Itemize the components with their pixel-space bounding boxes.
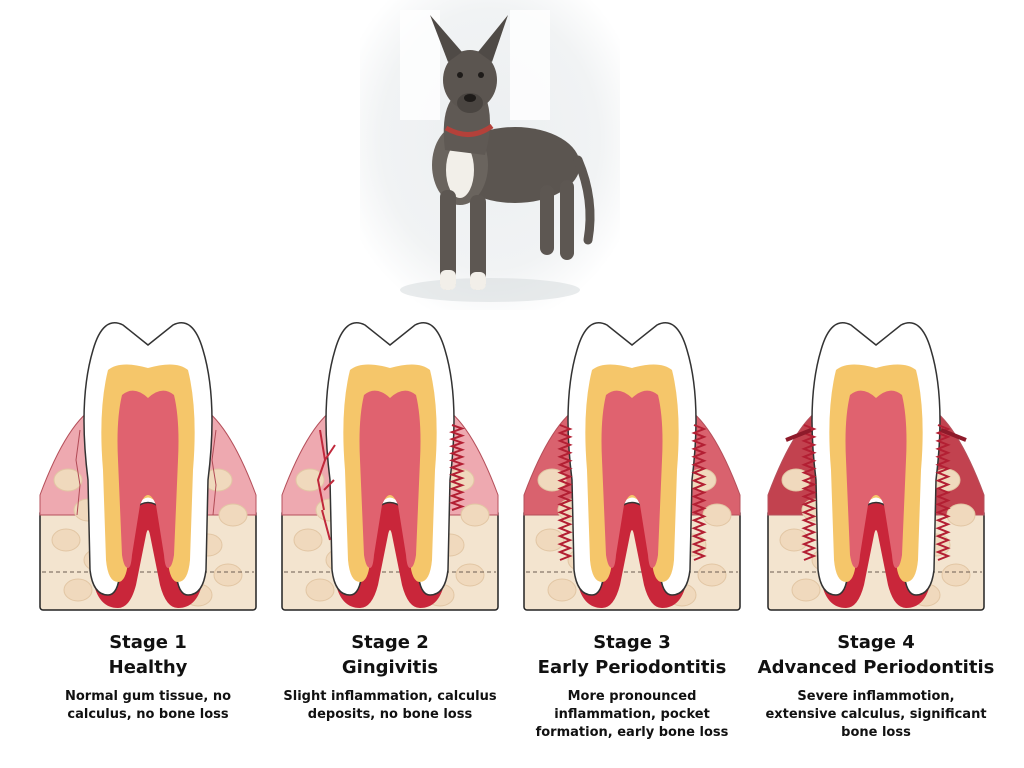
bone-cell xyxy=(779,528,809,552)
tooth-pulp xyxy=(601,390,663,568)
stage-card: Stage 4 Advanced Periodontitis Severe in… xyxy=(756,310,996,750)
stage-card: Stage 2 Gingivitis Slight inflammation, … xyxy=(270,310,510,750)
tooth-diagram xyxy=(767,322,985,611)
stage-label: Stage 2 Gingivitis Slight inflammation, … xyxy=(270,630,510,724)
stage-card: Stage 1 Healthy Normal gum tissue, no ca… xyxy=(28,310,268,750)
blood-vessel xyxy=(211,429,217,516)
bone-cell xyxy=(295,468,325,492)
inflamed-vessel xyxy=(316,429,336,541)
bone-cell xyxy=(293,528,323,552)
calculus-deposit xyxy=(935,424,951,561)
bone-cell xyxy=(946,503,976,527)
blood-vessel xyxy=(75,429,81,516)
stage-name: Early Periodontitis xyxy=(537,657,727,678)
tooth-diagram xyxy=(39,322,257,611)
tooth-pulp xyxy=(359,390,421,568)
stage-name: Advanced Periodontitis xyxy=(757,657,995,678)
stage-title: Stage 4 xyxy=(837,632,915,653)
stage-label: Stage 3 Early Periodontitis More pronoun… xyxy=(512,630,752,742)
stage-card: Stage 3 Early Periodontitis More pronoun… xyxy=(512,310,752,750)
bone-cell xyxy=(460,503,490,527)
stage-name: Gingivitis xyxy=(341,657,439,678)
bone-cell xyxy=(51,528,81,552)
stage-title: Stage 2 xyxy=(351,632,429,653)
stage-description: Slight inflammation, calculus deposits, … xyxy=(283,689,497,722)
stage-description: More pronounced inflammation, pocket for… xyxy=(535,689,729,740)
pocket-formation xyxy=(785,428,967,442)
bone-cell xyxy=(697,563,727,587)
stage-name: Healthy xyxy=(108,657,188,678)
bone-cell xyxy=(305,578,335,602)
bone-cell xyxy=(702,503,732,527)
bone-cell xyxy=(791,578,821,602)
bone-cell xyxy=(53,468,83,492)
bone-cell xyxy=(63,578,93,602)
bone-cell xyxy=(941,563,971,587)
tooth-diagram xyxy=(281,322,499,611)
tooth-diagram xyxy=(523,322,741,611)
stage-label: Stage 1 Healthy Normal gum tissue, no ca… xyxy=(28,630,268,724)
dog-illustration xyxy=(360,0,620,310)
stage-label: Stage 4 Advanced Periodontitis Severe in… xyxy=(756,630,996,742)
bone-cell xyxy=(218,503,248,527)
calculus-deposit xyxy=(449,424,465,511)
stage-description: Normal gum tissue, no calculus, no bone … xyxy=(64,689,232,722)
tooth-pulp xyxy=(117,390,179,568)
stage-title: Stage 3 xyxy=(593,632,671,653)
bone-cell xyxy=(537,468,567,492)
tooth-pulp xyxy=(845,390,907,568)
bone-cell xyxy=(213,563,243,587)
bone-cell xyxy=(781,468,811,492)
calculus-deposit xyxy=(691,424,707,561)
calculus-deposit xyxy=(557,424,573,561)
stage-title: Stage 1 xyxy=(109,632,187,653)
bone-cell xyxy=(535,528,565,552)
bone-cell xyxy=(547,578,577,602)
calculus-deposit xyxy=(801,424,817,561)
stage-description: Severe inflammotion, extensive calculus,… xyxy=(765,689,987,740)
bone-cell xyxy=(455,563,485,587)
dog-photo xyxy=(360,0,620,310)
